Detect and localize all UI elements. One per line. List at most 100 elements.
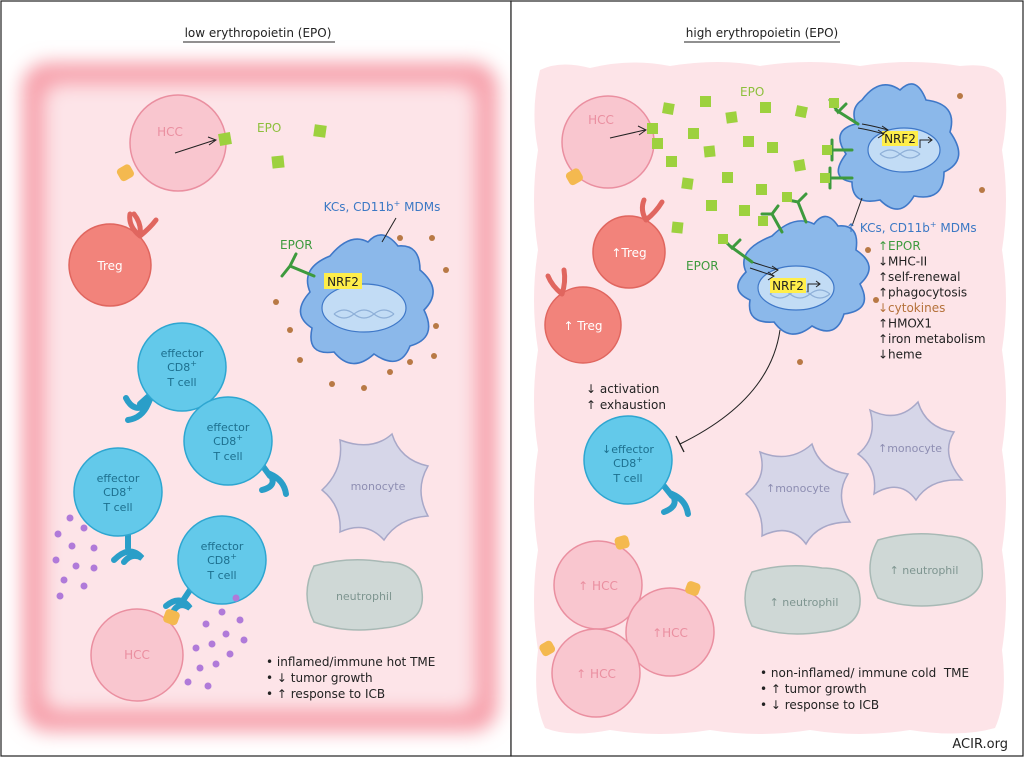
outcome-line: • ↓ tumor growth bbox=[266, 671, 373, 685]
iron-dot bbox=[287, 327, 293, 333]
left-tissue bbox=[22, 62, 498, 732]
treg-label: ↑Treg bbox=[611, 246, 646, 260]
epo-secretion-arrow bbox=[609, 129, 646, 139]
gene-activation-arrow bbox=[919, 136, 933, 148]
right-monocyte-2: ↑monocyte bbox=[744, 442, 852, 546]
right-neutrophil-1: ↑ neutrophil bbox=[869, 533, 984, 607]
hcc-label: ↑ HCC bbox=[578, 579, 618, 593]
nrf2-highlight bbox=[770, 278, 806, 293]
kc-label: KCs, CD11b+ MDMs bbox=[324, 199, 441, 214]
hcc-label: ↑ HCC bbox=[576, 667, 616, 681]
kc-pointer-line bbox=[851, 197, 863, 227]
inhibition-bar-icon bbox=[675, 435, 685, 453]
monocyte-cell bbox=[856, 400, 964, 502]
epo-signal-arrow bbox=[751, 261, 779, 275]
hcc-marker-icon bbox=[685, 581, 701, 596]
hcc-cell bbox=[625, 587, 715, 677]
nrf2-label: NRF2 bbox=[772, 279, 804, 293]
kc-changes-list: ↑EPOR↓MHC-II↑self-renewal↑phagocytosis↓c… bbox=[878, 239, 986, 362]
cytokine-dot bbox=[208, 640, 216, 648]
treg-label: ↑ Treg bbox=[563, 319, 602, 333]
iron-dot bbox=[865, 247, 871, 253]
cytokine-dot bbox=[54, 530, 62, 538]
left-brown-dots bbox=[273, 235, 449, 391]
right-kc-middle: NRF2 EPOR bbox=[686, 192, 870, 335]
neutrophil-cell bbox=[869, 533, 984, 607]
treg-receptor-icon bbox=[639, 197, 665, 223]
right-treg-1: ↑Treg bbox=[592, 197, 666, 289]
iron-dot bbox=[431, 353, 437, 359]
effector-label-1: effector bbox=[201, 540, 244, 553]
effector-label-2: CD8+ bbox=[167, 359, 197, 374]
bound-epo-icon bbox=[829, 98, 839, 108]
kc-change-item: ↑phagocytosis bbox=[878, 286, 967, 300]
arrow-head-icon bbox=[207, 136, 218, 146]
effector-label-2: CD8+ bbox=[613, 455, 643, 470]
cytokine-dot bbox=[226, 650, 234, 658]
epo-square-icon bbox=[700, 96, 711, 107]
monocyte-label: ↑monocyte bbox=[766, 482, 830, 495]
tcr-receptor-icon bbox=[661, 483, 691, 517]
iron-dot bbox=[387, 369, 393, 375]
left-neutrophil: neutrophil bbox=[306, 559, 424, 631]
kc-change-item: ↓heme bbox=[878, 348, 922, 362]
right-brown-dots bbox=[797, 93, 985, 365]
iron-dot bbox=[297, 357, 303, 363]
effector-label-1: effector bbox=[161, 347, 204, 360]
left-effector-cell-2: effector CD8+ T cell bbox=[183, 396, 289, 497]
effector-cell bbox=[183, 396, 273, 486]
cytokine-dot bbox=[218, 608, 226, 616]
nrf2-highlight bbox=[324, 273, 362, 289]
cytokine-dot bbox=[90, 564, 98, 572]
left-effector-cell-3: effector CD8+ T cell bbox=[73, 447, 163, 565]
iron-dot bbox=[957, 93, 963, 99]
epo-square-icon bbox=[739, 205, 750, 216]
cytokine-dot bbox=[66, 514, 74, 522]
right-monocyte-1: ↑monocyte bbox=[856, 400, 964, 502]
hcc-label: ↑HCC bbox=[652, 626, 688, 640]
effector-label-3: T cell bbox=[102, 501, 132, 514]
neutrophil-cell bbox=[744, 565, 861, 635]
outcome-line: • ↓ response to ICB bbox=[760, 698, 879, 712]
cytokine-dot bbox=[240, 636, 248, 644]
epo-square-icon bbox=[662, 102, 675, 115]
right-neutrophil-2: ↑ neutrophil bbox=[744, 565, 861, 635]
epo-square-icon bbox=[703, 145, 716, 158]
left-monocyte: monocyte bbox=[320, 432, 430, 542]
epo-square-icon bbox=[647, 123, 658, 134]
cytokine-dot bbox=[184, 678, 192, 686]
epo-square-icon bbox=[722, 172, 733, 183]
kc-change-item: ↑self-renewal bbox=[878, 270, 960, 284]
epor-label: EPOR bbox=[280, 238, 313, 252]
cytokine-dot bbox=[56, 592, 64, 600]
hcc-marker-icon bbox=[539, 640, 556, 657]
epo-square-icon bbox=[743, 136, 754, 147]
left-treg: Treg bbox=[68, 211, 159, 307]
epor-receptor-icon bbox=[280, 252, 316, 278]
hcc-marker-icon bbox=[565, 168, 583, 186]
hcc-marker-icon bbox=[116, 164, 134, 182]
iron-dot bbox=[873, 297, 879, 303]
inhibition-line bbox=[679, 329, 781, 445]
tcell-effect: ↓ activation bbox=[586, 382, 659, 396]
effector-cell bbox=[73, 447, 163, 537]
hcc-marker-icon bbox=[614, 535, 630, 550]
hcc-label: HCC bbox=[124, 648, 150, 662]
bound-epo-icon bbox=[758, 216, 768, 226]
epo-square-icon bbox=[652, 138, 663, 149]
cytokine-dot bbox=[236, 616, 244, 624]
hcc-label: HCC bbox=[588, 113, 614, 127]
dna-icon bbox=[879, 149, 921, 159]
tcr-receptor-icon bbox=[163, 587, 193, 617]
tcr-receptor-icon bbox=[111, 532, 145, 565]
nrf2-label: NRF2 bbox=[327, 275, 359, 289]
effector-label-3: T cell bbox=[166, 376, 196, 389]
effector-label-2: CD8+ bbox=[103, 484, 133, 499]
iron-dot bbox=[443, 267, 449, 273]
treg-receptor-icon bbox=[545, 267, 568, 297]
kc-change-item: ↓MHC-II bbox=[878, 255, 927, 269]
effector-cell bbox=[177, 515, 267, 605]
treg-cell bbox=[68, 223, 152, 307]
kc-change-item: ↑iron metabolism bbox=[878, 332, 986, 346]
